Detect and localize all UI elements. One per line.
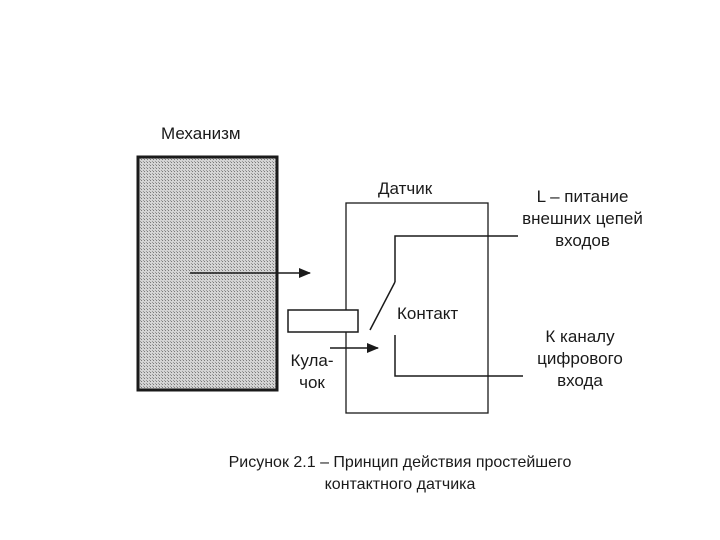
cam-label-line1: Кула- [290, 351, 334, 370]
cam-plunger [287, 309, 359, 333]
mechanism-label: Механизм [161, 124, 241, 143]
cam-label: Кула- чок [282, 350, 342, 394]
caption-line2: контактного датчика [324, 476, 476, 493]
contact-label: Контакт [397, 304, 459, 323]
caption-line1: Рисунок 2.1 – Принцип действия простейше… [228, 454, 572, 471]
channel-label-line3: входа [557, 371, 603, 390]
power-label-line3: входов [555, 231, 610, 250]
power-label-line1: L – питание [536, 187, 629, 206]
cam-label-line2: чок [299, 373, 325, 392]
sensor-box [345, 202, 489, 414]
channel-label-line1: К каналу [545, 327, 615, 346]
contact-switch-blade [369, 281, 396, 331]
figure-caption: Рисунок 2.1 – Принцип действия простейше… [150, 452, 650, 496]
channel-label-line2: цифрового [537, 349, 623, 368]
channel-wire [394, 335, 523, 377]
power-wire [394, 235, 518, 282]
sensor-label: Датчик [378, 179, 433, 198]
power-label-line2: внешних цепей [522, 209, 643, 228]
channel-label: К каналу цифрового входа [505, 326, 655, 392]
power-label: L – питание внешних цепей входов [500, 186, 665, 252]
